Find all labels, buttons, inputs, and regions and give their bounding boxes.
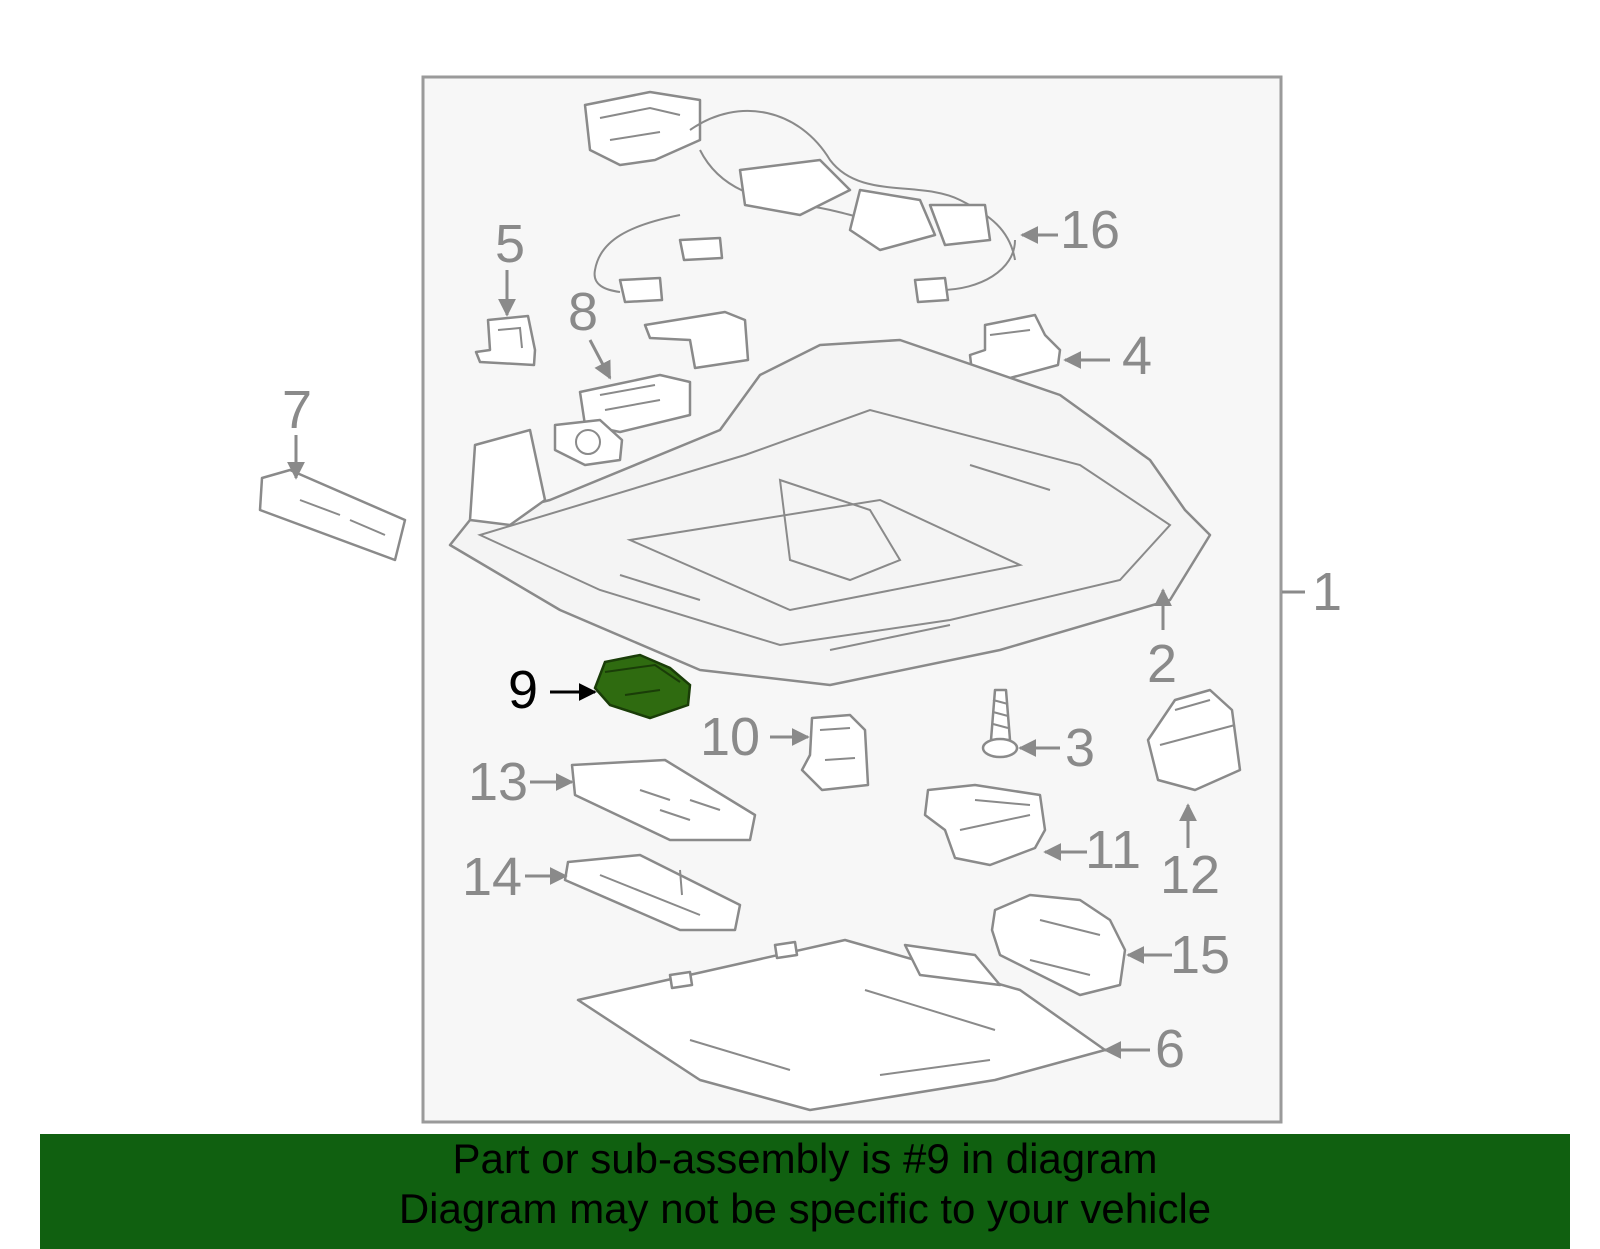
part-15-switch-module	[990, 893, 1127, 997]
callout-5: 5	[495, 214, 525, 274]
part-16-wiring-harness	[583, 90, 1016, 304]
callout-2: 2	[1147, 634, 1177, 694]
callout-9: 9	[508, 660, 538, 720]
leader-8	[588, 339, 612, 380]
callout-12: 12	[1160, 845, 1220, 905]
info-banner: Part or sub-assembly is #9 in diagram Di…	[40, 1134, 1570, 1249]
part-10-bracket	[800, 713, 870, 792]
part-3-screw	[981, 688, 1019, 759]
part-8-bracket	[553, 373, 692, 467]
part-6-trim-plate	[576, 938, 1107, 1112]
parts-diagram: 16 5 8 4 7 1 2 9 10 3 13 11 12 14 15 6	[258, 75, 1342, 1124]
callout-13: 13	[468, 752, 528, 812]
part-4-mount	[968, 313, 1062, 380]
callout-16: 16	[1060, 200, 1120, 260]
part-9-highlighted	[593, 653, 692, 720]
callout-6: 6	[1155, 1019, 1185, 1079]
callout-8: 8	[568, 282, 598, 342]
callout-7: 7	[282, 380, 312, 440]
callout-10: 10	[700, 707, 760, 767]
part-7-lamp	[258, 468, 407, 562]
part-2-console-housing	[448, 338, 1212, 687]
part-bracket-upper	[643, 310, 750, 370]
callout-4: 4	[1122, 326, 1152, 386]
callout-11: 11	[1085, 820, 1141, 880]
banner-line-part: Part or sub-assembly is #9 in diagram	[452, 1135, 1158, 1182]
part-13-lamp-base	[570, 758, 757, 842]
part-12-switch	[1146, 688, 1242, 792]
callout-14: 14	[462, 847, 522, 907]
banner-line-disclaimer: Diagram may not be specific to your vehi…	[398, 1185, 1212, 1232]
part-5-clip	[474, 314, 537, 367]
callout-15: 15	[1170, 925, 1230, 985]
callout-1: 1	[1312, 562, 1342, 622]
part-11-bracket	[923, 783, 1047, 867]
callout-3: 3	[1065, 718, 1095, 778]
